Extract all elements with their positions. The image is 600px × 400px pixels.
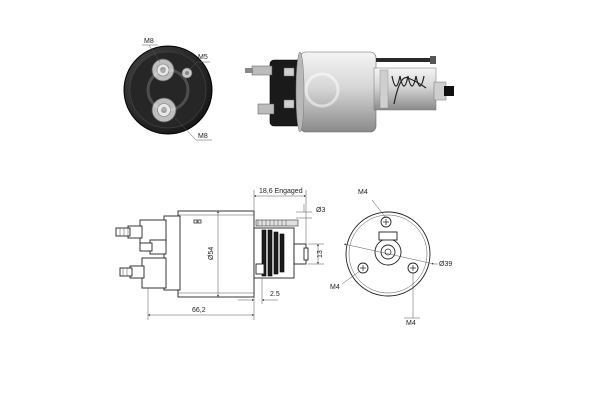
m8-terminal-bottom-icon [151,97,177,123]
dim-66-2: 66,2 [192,307,206,314]
label-m4-bottom: M4 [406,320,416,327]
technical-side-view: 18,6 Engaged Ø3 Ø54 13 2.5 66,2 [115,188,325,320]
photo-end-cap: M8 M5 M8 [123,38,213,141]
label-m4-left: M4 [330,284,340,291]
watermark-logo [146,68,190,112]
label-m8-top: M8 [144,38,154,45]
screw-right-icon [407,262,419,274]
photo-side-view [245,51,454,133]
dim-2-5: 2.5 [270,291,280,298]
technical-end-view: Ø39 M4 M4 M4 [330,189,452,327]
dim-13: 13 [317,250,324,258]
watermark-logo [304,72,340,108]
label-m5: M5 [198,54,208,61]
screw-top-icon [380,216,392,228]
dim-d54: Ø54 [208,247,215,260]
spring-coil-icon [261,229,285,277]
dim-d3: Ø3 [316,207,325,214]
m5-terminal-icon [181,67,193,79]
label-m8-bottom: M8 [198,133,208,140]
spring-icon [391,75,427,105]
dim-d39: Ø39 [439,261,452,268]
dim-engaged: 18,6 Engaged [259,188,303,195]
label-m4-top: M4 [358,189,368,196]
m8-terminal-top-icon [151,58,175,82]
